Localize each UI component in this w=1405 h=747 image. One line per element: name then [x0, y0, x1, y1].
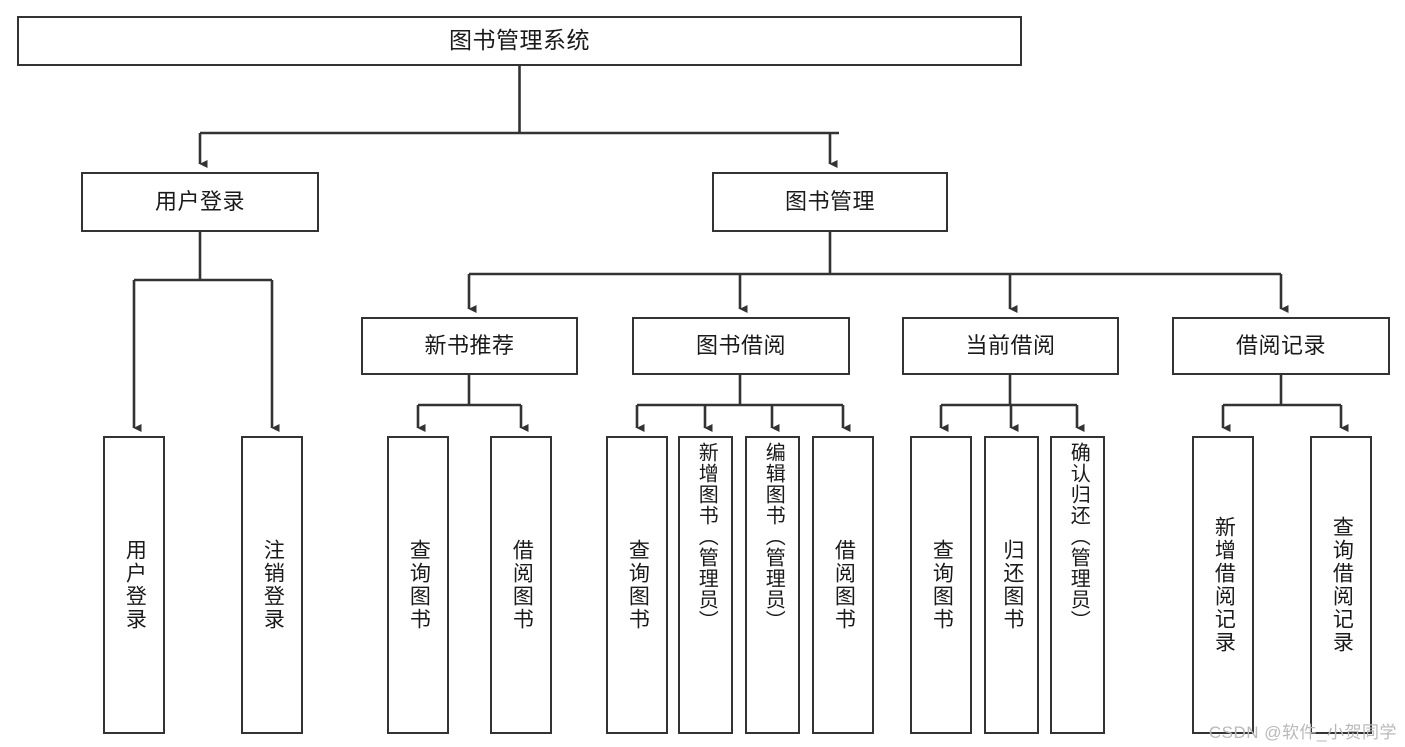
node-leaf-query-record-label: 查询借阅记录 — [1330, 516, 1354, 654]
node-leaf-user-login-label: 用户登录 — [123, 539, 147, 631]
node-borrow-record-label: 借阅记录 — [1235, 333, 1326, 359]
node-new-book-rec[interactable]: 新书推荐 — [361, 317, 578, 375]
node-root[interactable]: 图书管理系统 — [17, 16, 1022, 66]
node-leaf-borrow-book-brw-label: 借阅图书 — [832, 539, 856, 631]
node-user-login-label: 用户登录 — [154, 189, 245, 215]
node-leaf-user-login[interactable]: 用户登录 — [103, 436, 165, 734]
node-leaf-borrow-book-brw[interactable]: 借阅图书 — [812, 436, 874, 734]
node-current-borrow[interactable]: 当前借阅 — [902, 317, 1119, 375]
node-leaf-query-book-brw-label: 查询图书 — [626, 539, 650, 631]
node-leaf-add-record-label: 新增借阅记录 — [1212, 516, 1236, 654]
node-book-manage-label: 图书管理 — [784, 189, 875, 215]
node-user-login[interactable]: 用户登录 — [81, 172, 319, 232]
node-leaf-add-book-label: 新增图书（管理员） — [695, 442, 718, 631]
node-current-borrow-label: 当前借阅 — [965, 333, 1056, 359]
node-book-borrow-label: 图书借阅 — [695, 333, 786, 359]
node-leaf-logout-label: 注销登录 — [261, 539, 285, 631]
node-leaf-query-book-cur-label: 查询图书 — [930, 539, 954, 631]
node-leaf-borrow-book-rec-label: 借阅图书 — [510, 539, 534, 631]
node-leaf-edit-book[interactable]: 编辑图书（管理员） — [745, 436, 800, 734]
node-book-borrow[interactable]: 图书借阅 — [632, 317, 850, 375]
node-borrow-record[interactable]: 借阅记录 — [1172, 317, 1390, 375]
node-leaf-confirm-return-label: 确认归还（管理员） — [1067, 442, 1090, 631]
node-leaf-add-book[interactable]: 新增图书（管理员） — [678, 436, 733, 734]
node-leaf-query-book-cur[interactable]: 查询图书 — [910, 436, 972, 734]
node-book-manage[interactable]: 图书管理 — [712, 172, 948, 232]
node-leaf-add-record[interactable]: 新增借阅记录 — [1192, 436, 1254, 734]
node-leaf-edit-book-label: 编辑图书（管理员） — [762, 442, 785, 631]
node-leaf-query-book-rec[interactable]: 查询图书 — [387, 436, 449, 734]
node-leaf-query-book-brw[interactable]: 查询图书 — [606, 436, 668, 734]
node-root-label: 图书管理系统 — [449, 27, 590, 54]
node-new-book-rec-label: 新书推荐 — [424, 333, 515, 359]
node-leaf-query-record[interactable]: 查询借阅记录 — [1310, 436, 1372, 734]
node-leaf-logout[interactable]: 注销登录 — [241, 436, 303, 734]
csdn-watermark: CSDN @软件_小贺同学 — [1208, 723, 1397, 742]
node-leaf-return-book[interactable]: 归还图书 — [984, 436, 1039, 734]
node-leaf-query-book-rec-label: 查询图书 — [407, 539, 431, 631]
node-leaf-confirm-return[interactable]: 确认归还（管理员） — [1050, 436, 1105, 734]
node-leaf-return-book-label: 归还图书 — [1000, 539, 1024, 631]
node-leaf-borrow-book-rec[interactable]: 借阅图书 — [490, 436, 552, 734]
